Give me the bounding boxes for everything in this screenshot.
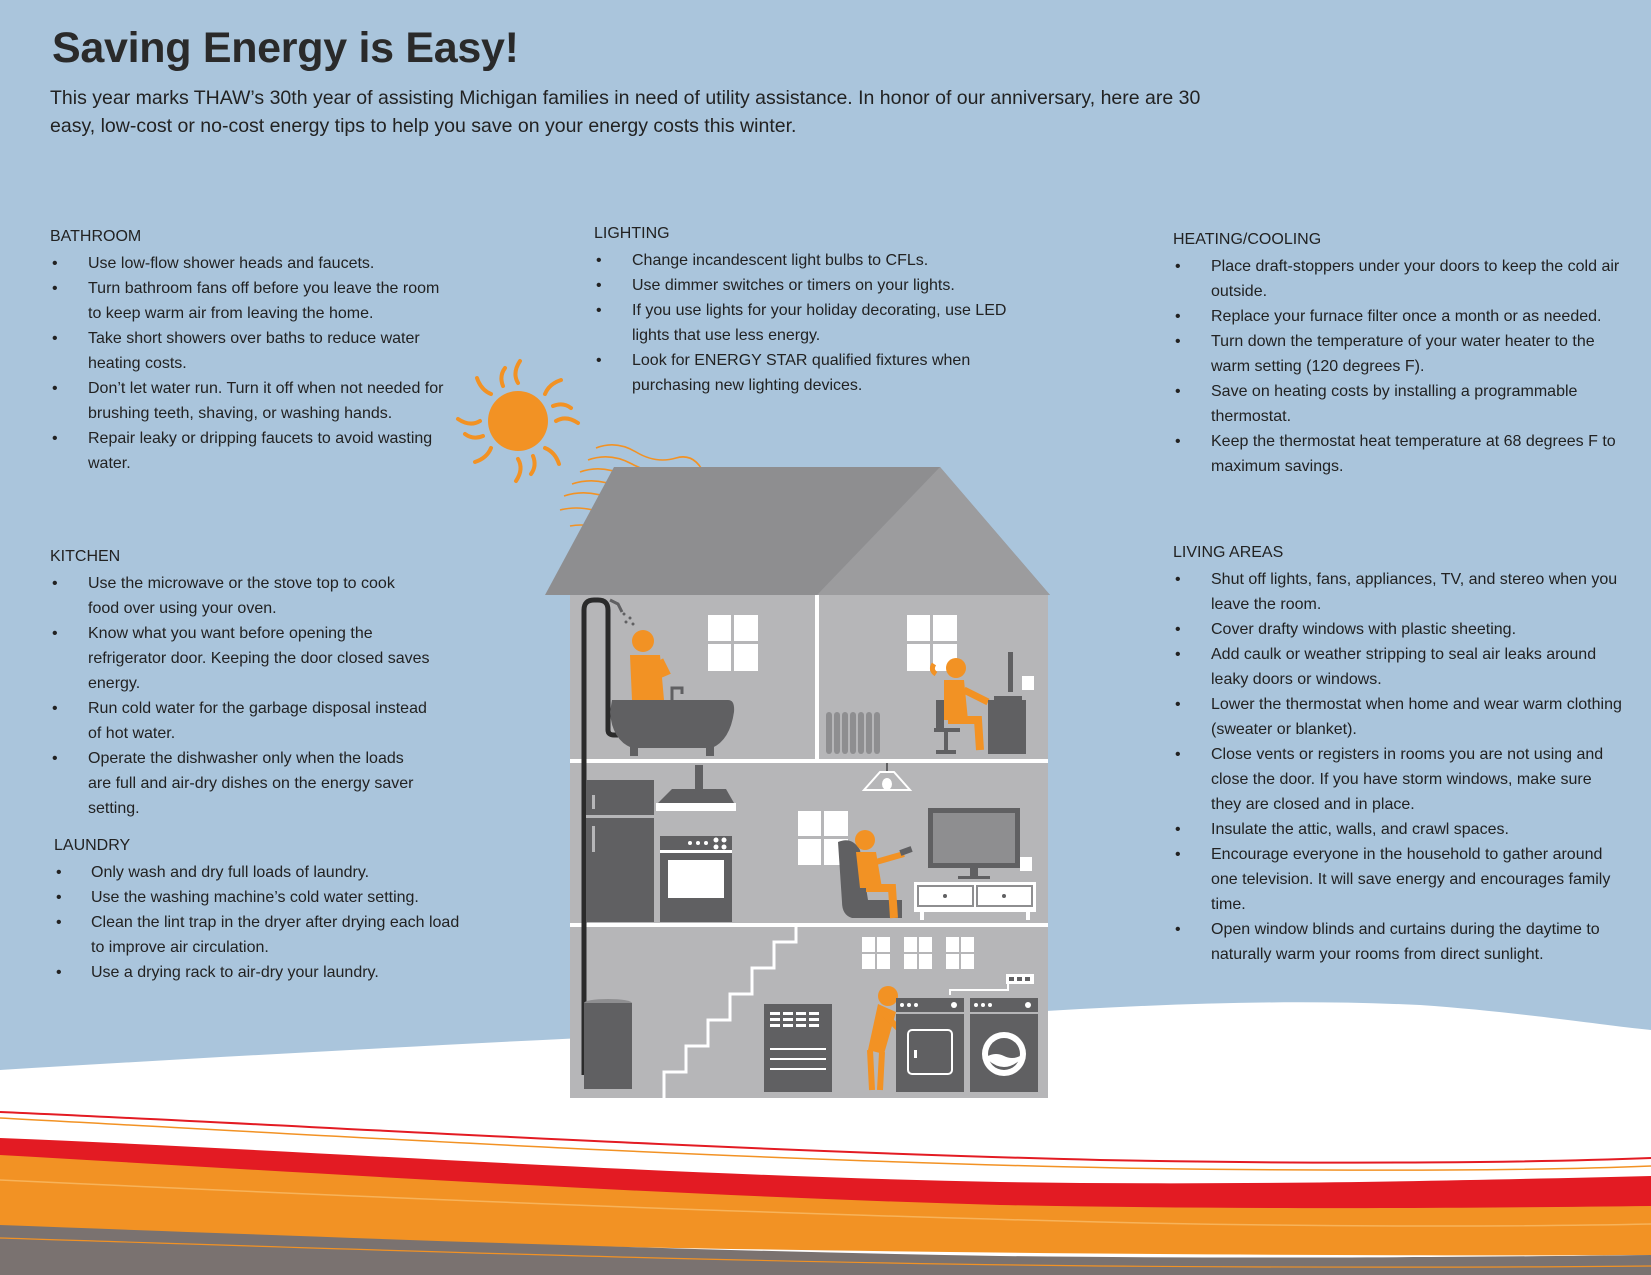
dryer-icon (896, 998, 964, 1092)
laundry-heading: LAUNDRY (54, 837, 131, 854)
water-heater-icon (584, 999, 632, 1089)
list-item: Keep the thermostat heat temperature at … (1173, 429, 1623, 479)
list-item: Use low-flow shower heads and faucets. (50, 251, 455, 276)
list-item: Use a drying rack to air-dry your laundr… (54, 960, 474, 985)
desk-person-icon (929, 652, 1034, 754)
bathroom-section: BATHROOM Use low-flow shower heads and f… (50, 224, 455, 476)
list-item: Look for ENERGY STAR qualified fixtures … (594, 348, 1014, 398)
list-item: Place draft-stoppers under your doors to… (1173, 254, 1623, 304)
armchair-person-icon (838, 830, 913, 919)
list-item: Take short showers over baths to reduce … (50, 326, 455, 376)
list-item: If you use lights for your holiday decor… (594, 298, 1014, 348)
living-areas-heading: LIVING AREAS (1173, 544, 1284, 561)
radiator-icon (826, 712, 880, 754)
list-item: Use the washing machine’s cold water set… (54, 885, 474, 910)
lighting-tips: Change incandescent light bulbs to CFLs.… (594, 248, 1014, 398)
furnace-icon (764, 1004, 832, 1092)
lighting-section: LIGHTING Change incandescent light bulbs… (594, 221, 1014, 398)
list-item: Change incandescent light bulbs to CFLs. (594, 248, 1014, 273)
page-title: Saving Energy is Easy! (52, 24, 519, 72)
house-illustration (456, 359, 1050, 1098)
sun-icon (456, 359, 580, 483)
list-item: Lower the thermostat when home and wear … (1173, 692, 1623, 742)
washing-machine-icon (949, 974, 1038, 1092)
list-item: Replace your furnace filter once a month… (1173, 304, 1623, 329)
list-item: Cover drafty windows with plastic sheeti… (1173, 617, 1623, 642)
kitchen-section: KITCHEN Use the microwave or the stove t… (50, 544, 430, 821)
list-item: Save on heating costs by installing a pr… (1173, 379, 1623, 429)
list-item: Shut off lights, fans, appliances, TV, a… (1173, 567, 1623, 617)
list-item: Clean the lint trap in the dryer after d… (54, 910, 474, 960)
bathroom-heading: BATHROOM (50, 228, 142, 245)
list-item: Open window blinds and curtains during t… (1173, 917, 1623, 967)
list-item: Turn down the temperature of your water … (1173, 329, 1623, 379)
list-item: Repair leaky or dripping faucets to avoi… (50, 426, 455, 476)
living-areas-section: LIVING AREAS Shut off lights, fans, appl… (1173, 540, 1623, 967)
list-item: Operate the dishwasher only when the loa… (50, 746, 430, 821)
intro-paragraph: This year marks THAW’s 30th year of assi… (50, 87, 1201, 137)
kitchen-tips: Use the microwave or the stove top to co… (50, 571, 430, 821)
ceiling-lamp-icon (861, 763, 913, 791)
list-item: Turn bathroom fans off before you leave … (50, 276, 455, 326)
kitchen-heading: KITCHEN (50, 548, 121, 565)
bathtub-icon (610, 686, 735, 756)
window (708, 615, 758, 671)
list-item: Know what you want before opening the re… (50, 621, 430, 696)
television-icon (914, 808, 1036, 920)
heating-cooling-tips: Place draft-stoppers under your doors to… (1173, 254, 1623, 479)
list-item: Close vents or registers in rooms you ar… (1173, 742, 1623, 817)
list-item: Encourage everyone in the household to g… (1173, 842, 1623, 917)
oven-icon (660, 836, 732, 922)
range-hood-icon (656, 765, 736, 811)
list-item: Run cold water for the garbage disposal … (50, 696, 430, 746)
laundry-tips: Only wash and dry full loads of laundry.… (54, 860, 474, 985)
list-item: Only wash and dry full loads of laundry. (54, 860, 474, 885)
shower-person-icon (609, 598, 671, 700)
list-item: Add caulk or weather stripping to seal a… (1173, 642, 1623, 692)
staircase (662, 927, 798, 1098)
list-item: Don’t let water run. Turn it off when no… (50, 376, 455, 426)
list-item: Insulate the attic, walls, and crawl spa… (1173, 817, 1623, 842)
refrigerator-icon (586, 780, 654, 922)
heating-cooling-heading: HEATING/COOLING (1173, 231, 1322, 248)
bathroom-tips: Use low-flow shower heads and faucets. T… (50, 251, 455, 476)
lighting-heading: LIGHTING (594, 225, 670, 242)
living-areas-tips: Shut off lights, fans, appliances, TV, a… (1173, 567, 1623, 967)
window (862, 937, 974, 969)
heating-cooling-section: HEATING/COOLING Place draft-stoppers und… (1173, 227, 1623, 479)
list-item: Use dimmer switches or timers on your li… (594, 273, 1014, 298)
list-item: Use the microwave or the stove top to co… (50, 571, 430, 621)
laundry-section: LAUNDRY Only wash and dry full loads of … (54, 833, 474, 985)
